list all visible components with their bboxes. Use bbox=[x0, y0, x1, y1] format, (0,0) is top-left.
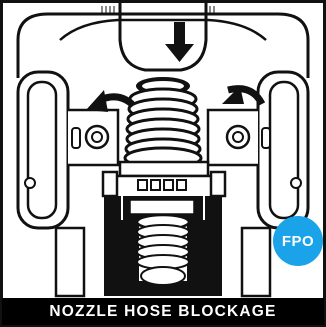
lower-right-leg bbox=[242, 228, 270, 296]
hose-coupling bbox=[103, 162, 225, 198]
lower-left-leg bbox=[56, 228, 84, 296]
caption-bar: NOZZLE HOSE BLOCKAGE bbox=[2, 298, 324, 325]
left-stud bbox=[25, 178, 35, 188]
right-stud bbox=[291, 178, 301, 188]
caption-text: NOZZLE HOSE BLOCKAGE bbox=[49, 303, 276, 321]
fpo-badge: FPO bbox=[273, 216, 323, 266]
right-wheel bbox=[258, 72, 308, 228]
left-wheel bbox=[18, 72, 68, 228]
left-fastener bbox=[72, 126, 108, 148]
fpo-label: FPO bbox=[282, 233, 314, 250]
lower-nozzle bbox=[137, 215, 189, 285]
